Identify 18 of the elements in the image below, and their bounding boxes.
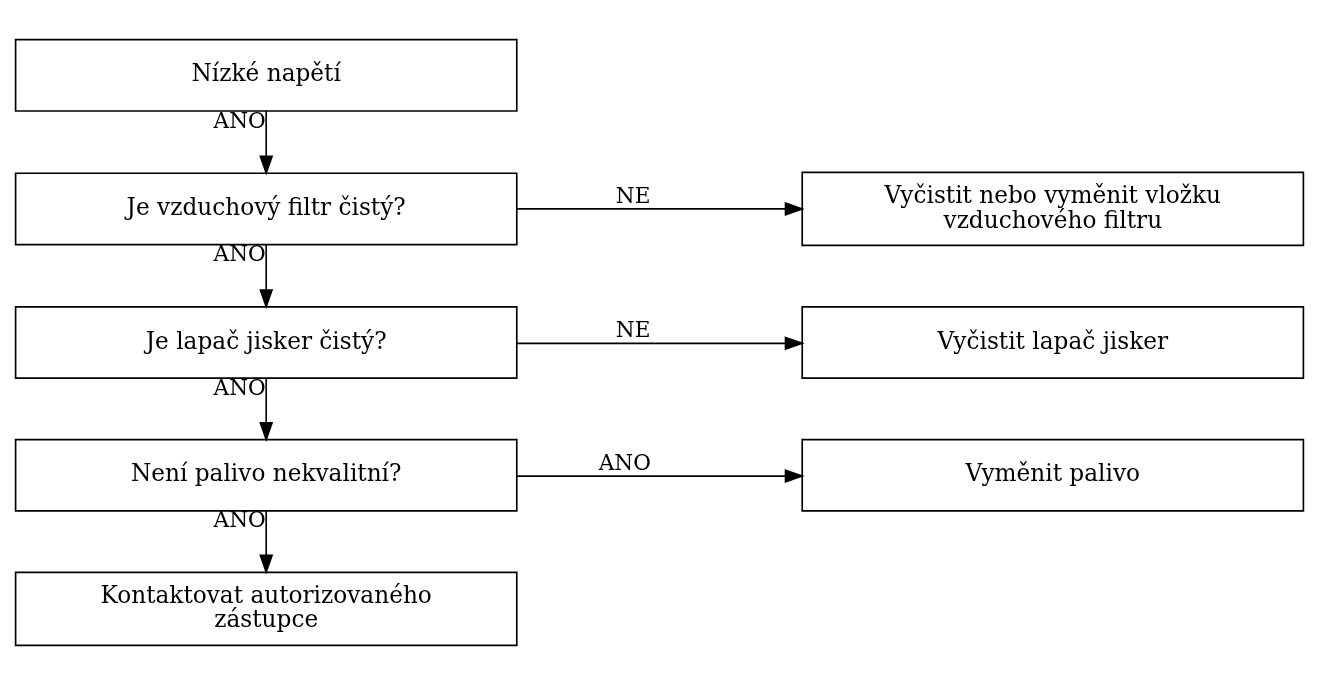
edge-label: NE [615,182,651,208]
node-box: Vyměnit palivo [801,438,1305,512]
edge-label: ANO [598,449,651,475]
arrow [516,468,805,483]
arrow [259,109,274,176]
node-box: Kontaktovat autorizovaného zástupce [14,571,518,646]
arrow [516,335,805,350]
arrow [259,243,274,309]
node-box: Nízké napětí [14,38,518,112]
edge-label: NE [615,316,651,342]
node-box: Je vzduchový filtr čistý? [14,171,518,245]
node-box: Vyčistit nebo vyměnit vložku vzduchového filtru [801,171,1305,246]
arrow [259,509,274,575]
node-box: Není palivo nekvalitní? [14,438,518,512]
arrow [259,377,274,442]
node-box: Je lapač jisker čistý? [14,305,518,379]
node-box: Vyčistit lapač jisker [801,305,1305,379]
arrow [516,201,805,216]
